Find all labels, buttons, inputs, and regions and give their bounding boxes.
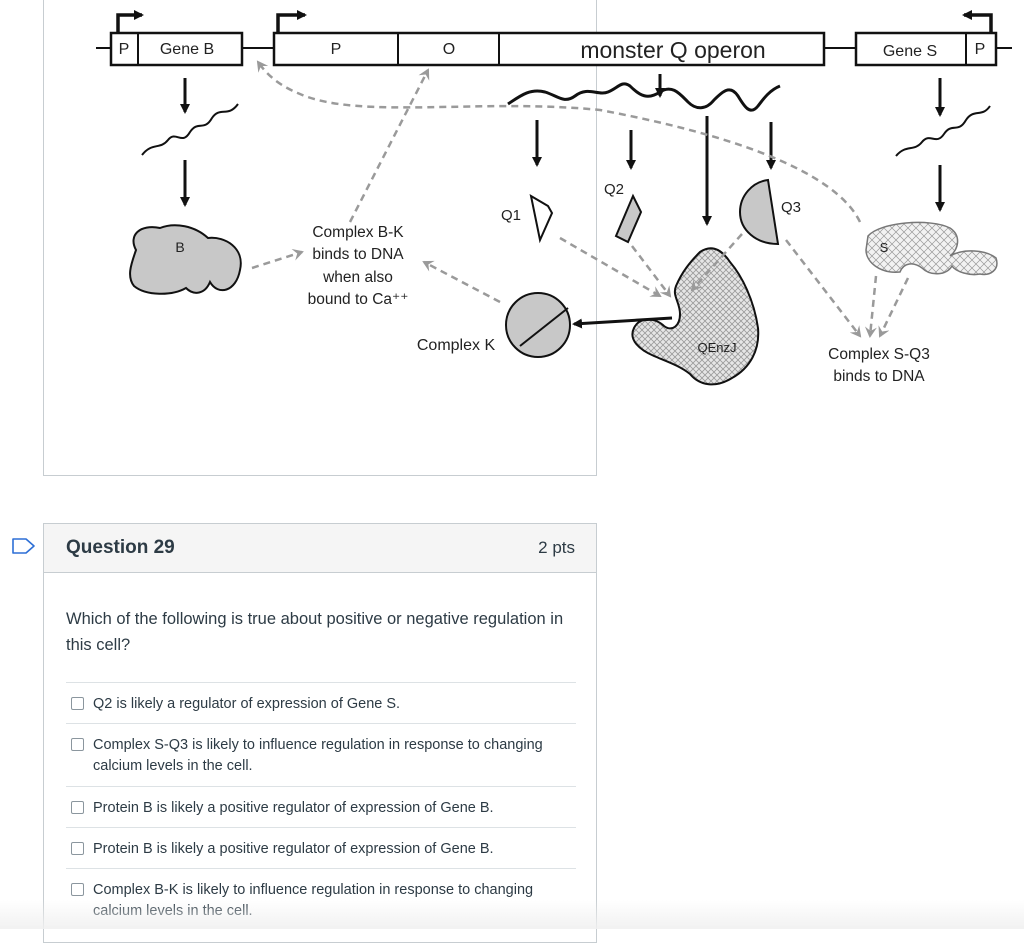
q3-protein-shape: [738, 178, 780, 246]
s-protein-vertical-arrow: [864, 275, 878, 338]
operon-promoter-label: P: [331, 41, 342, 58]
complex-sq3-line-2: binds to DNA: [833, 368, 925, 385]
gene-s-promoter-label: P: [975, 41, 986, 58]
q2-to-qenzj-arrow: [631, 245, 672, 298]
answer-checkbox-2[interactable]: [71, 738, 84, 751]
complex-sq3-line-1: Complex S-Q3: [828, 346, 930, 363]
gene-s-locus: Gene S P: [854, 10, 998, 67]
answer-label-3: Protein B is likely a positive regulator…: [93, 800, 494, 816]
gene-b-promoter-label: P: [119, 41, 130, 58]
answer-list: Q2 is likely a regulator of expression o…: [66, 682, 576, 931]
complex-sq3-caption: Complex S-Q3 binds to DNA: [828, 346, 930, 385]
answer-label-2: Complex S-Q3 is likely to influence regu…: [93, 737, 543, 774]
gene-s-transcription-start-icon: [962, 10, 993, 33]
q3-label: Q3: [781, 199, 801, 216]
q1-label: Q1: [501, 207, 521, 224]
complex-bk-line-2: binds to DNA: [312, 246, 404, 263]
gene-s-mrna-icon: [895, 105, 991, 157]
s-to-complex-sq3-arrow: [878, 277, 910, 338]
q3-to-qenzj-arrow: [690, 233, 743, 292]
complex-bk-line-4: bound to Ca⁺⁺: [308, 291, 409, 308]
gene-s-label: Gene S: [883, 43, 937, 60]
answer-label-4: Protein B is likely a positive regulator…: [93, 841, 494, 857]
q1-protein-shape: [529, 193, 554, 244]
operon-transcription-start-icon: [276, 10, 307, 33]
gene-b-locus: P Gene B: [109, 10, 244, 67]
regulation-arrows: [251, 60, 910, 338]
answer-option-3[interactable]: Protein B is likely a positive regulator…: [66, 786, 576, 827]
q1-to-qenzj-arrow: [559, 236, 662, 298]
complex-bk-to-operator-arrow: [348, 68, 430, 223]
complex-bk-caption: Complex B-K binds to DNA when also bound…: [308, 224, 409, 308]
q-operon-locus: P O monster Q operon: [272, 10, 826, 67]
q3-to-complex-sq3-arrow: [785, 239, 862, 338]
answer-checkbox-3[interactable]: [71, 801, 84, 814]
protein-s-label: S: [880, 240, 889, 255]
complex-k-slash: [519, 307, 569, 347]
bookmark-flag-icon[interactable]: [12, 538, 36, 554]
question-title: Question 29: [66, 537, 175, 558]
complex-k-to-bk-arrow: [422, 260, 501, 304]
gene-b-label: Gene B: [160, 41, 214, 58]
question-card: Question 29 2 pts Which of the following…: [43, 523, 597, 943]
question-points: 2 pts: [538, 538, 575, 557]
page-bottom-fade: [0, 900, 1024, 929]
operon-label: monster Q operon: [580, 37, 765, 63]
operator-label: O: [443, 41, 455, 58]
qenzj-label: QEnzJ: [697, 340, 736, 355]
gene-b-transcription-start-icon: [116, 10, 144, 33]
answer-checkbox-1[interactable]: [71, 697, 84, 710]
answer-checkbox-4[interactable]: [71, 842, 84, 855]
answer-checkbox-5[interactable]: [71, 883, 84, 896]
answer-option-2[interactable]: Complex S-Q3 is likely to influence regu…: [66, 723, 576, 786]
gene-regulation-diagram: P Gene B P O monster Q operon Gene S P B…: [96, 10, 1012, 386]
complex-bk-line-1: Complex B-K: [312, 224, 404, 241]
complex-k-circle: [505, 292, 571, 358]
answer-option-1[interactable]: Q2 is likely a regulator of expression o…: [66, 682, 576, 723]
complex-bk-line-3: when also: [322, 269, 393, 286]
protein-b-label: B: [175, 239, 184, 255]
question-text: Which of the following is true about pos…: [66, 610, 564, 654]
b-to-complex-bk-arrow: [251, 249, 304, 270]
question-header: Question 29 2 pts: [44, 524, 596, 573]
protein-b-shape: [129, 224, 242, 295]
q2-label: Q2: [604, 181, 624, 198]
complex-k-label: Complex K: [417, 337, 496, 354]
qenzj-enzyme-shape: [631, 247, 760, 386]
answer-label-1: Q2 is likely a regulator of expression o…: [93, 696, 401, 712]
qenzj-to-complex-k-arrow: [572, 316, 673, 329]
q2-protein-shape: [614, 193, 643, 244]
answer-option-4[interactable]: Protein B is likely a positive regulator…: [66, 827, 576, 868]
gene-b-mrna-icon: [141, 103, 239, 156]
protein-s-shape: [865, 221, 998, 276]
dna-loop-to-gene-b-arrow: [256, 60, 862, 223]
